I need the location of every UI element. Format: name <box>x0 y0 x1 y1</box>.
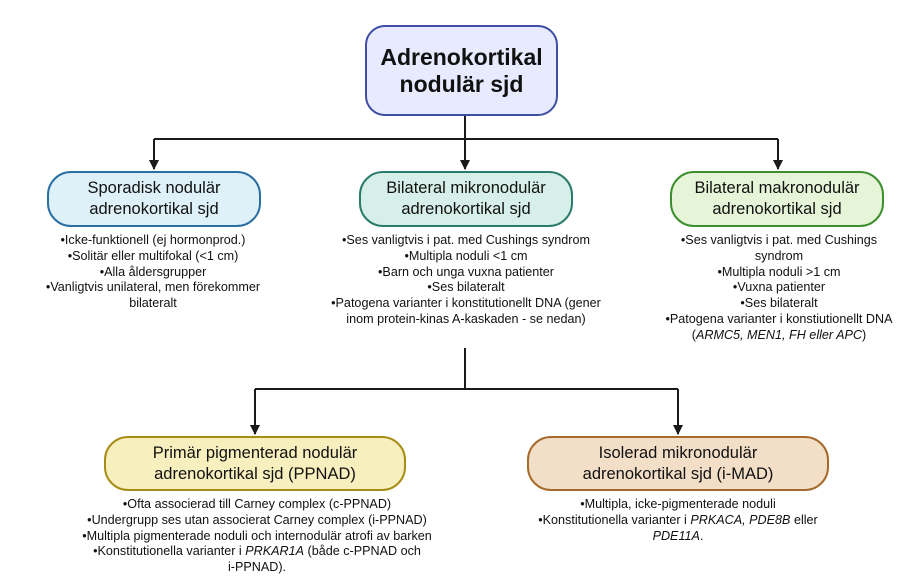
list-item: •Patogena varianter i konstiutionellt DN… <box>665 311 893 326</box>
list-item: •Multipla noduli >1 cm <box>717 264 841 279</box>
imad-title-line2: adrenokortikal sjd (i-MAD) <box>582 464 774 483</box>
list-item: inom protein-kinas A-kaskaden - se nedan… <box>346 311 586 326</box>
list-item: •Patogena varianter i konstitutionellt D… <box>331 296 601 311</box>
sporadic-bullet-list: •Icke-funktionell (ej hormonprod.) •Soli… <box>15 233 291 312</box>
variant-prefix: •Konstitutionella varianter i <box>93 544 246 559</box>
gene-names: PRKACA, PDE8B <box>690 512 791 527</box>
list-item: •Multipla pigmenterade noduli och intern… <box>82 528 432 543</box>
bilateral-macro-bullet-list: •Ses vanligtvis i pat. med Cushings synd… <box>645 233 913 344</box>
variant-suffix: (både c-PPNAD och <box>304 544 421 559</box>
sporadic-node: Sporadisk nodulär adrenokortikal sjd <box>47 171 261 227</box>
variant-prefix: •Konstitutionella varianter i <box>538 512 691 527</box>
bilateral-micro-title-line2: adrenokortikal sjd <box>401 200 531 218</box>
list-item: •Ofta associerad till Carney complex (c-… <box>122 497 392 511</box>
sporadic-title-line1: Sporadisk nodulär <box>87 179 221 198</box>
ppnad-bullet-list: •Ofta associerad till Carney complex (c-… <box>58 497 456 576</box>
list-item: •Ses vanligtvis i pat. med Cushings synd… <box>342 233 590 247</box>
list-item: •Konstitutionella varianter i PRKACA, PD… <box>520 513 836 529</box>
ppnad-title-line2: adrenokortikal sjd (PPNAD) <box>154 464 356 483</box>
list-item: syndrom <box>754 248 804 263</box>
list-item: •Multipla noduli <1 cm <box>404 248 528 263</box>
genes-open: ( <box>691 327 696 342</box>
sporadic-title-line2: adrenokortikal sjd <box>89 200 219 218</box>
bilateral-macro-node: Bilateral makronodulär adrenokortikal sj… <box>670 171 884 227</box>
variant-suffix: eller <box>790 512 818 527</box>
variant-line2-suffix: . <box>699 528 704 543</box>
gene-name: PDE11A <box>652 528 700 543</box>
list-item: •Ses bilateralt <box>740 296 818 311</box>
list-item: •Icke-funktionell (ej hormonprod.) <box>60 233 246 247</box>
list-item: •Barn och unga vuxna patienter <box>378 264 554 279</box>
list-item: •Alla åldersgrupper <box>99 264 207 279</box>
list-item: (ARMC5, MEN1, FH eller APC) <box>645 328 913 344</box>
list-item: PDE11A. <box>520 529 836 545</box>
bilateral-micro-title-line1: Bilateral mikronodulär <box>386 179 546 198</box>
ppnad-node: Primär pigmenterad nodulär adrenokortika… <box>104 436 406 491</box>
list-item: •Ses bilateralt <box>427 280 505 295</box>
root-node: Adrenokortikal nodulär sjd <box>365 25 558 116</box>
list-item: i-PPNAD). <box>227 560 287 575</box>
list-item: •Konstitutionella varianter i PRKAR1A (b… <box>58 544 456 560</box>
genes-close: ) <box>862 327 867 342</box>
list-item: •Vanligtvis unilateral, men förekommer <box>45 280 261 295</box>
bilateral-micro-bullet-list: •Ses vanligtvis i pat. med Cushings synd… <box>306 233 626 328</box>
imad-node: Isolerad mikronodulär adrenokortikal sjd… <box>527 436 829 491</box>
gene-names: ARMC5, MEN1, FH eller APC <box>695 327 863 342</box>
bilateral-macro-title-line2: adrenokortikal sjd <box>712 200 842 218</box>
imad-title-line1: Isolerad mikronodulär <box>598 443 758 462</box>
list-item: •Solitär eller multifokal (<1 cm) <box>67 248 239 263</box>
list-item: •Undergrupp ses utan associerat Carney c… <box>87 512 427 527</box>
root-title-line1: Adrenokortikal <box>380 43 543 70</box>
bilateral-macro-title-line1: Bilateral makronodulär <box>694 179 860 198</box>
list-item: •Ses vanligtvis i pat. med Cushings <box>680 233 878 247</box>
list-item: bilateralt <box>129 296 177 311</box>
imad-bullet-list: •Multipla, icke-pigmenterade noduli •Kon… <box>520 497 836 544</box>
gene-name: PRKAR1A <box>245 544 304 559</box>
bilateral-micro-node: Bilateral mikronodulär adrenokortikal sj… <box>359 171 573 227</box>
root-title-line2: nodulär sjd <box>399 70 524 97</box>
list-item: •Vuxna patienter <box>732 280 826 295</box>
list-item: •Multipla, icke-pigmenterade noduli <box>580 497 776 511</box>
ppnad-title-line1: Primär pigmenterad nodulär <box>152 443 358 462</box>
